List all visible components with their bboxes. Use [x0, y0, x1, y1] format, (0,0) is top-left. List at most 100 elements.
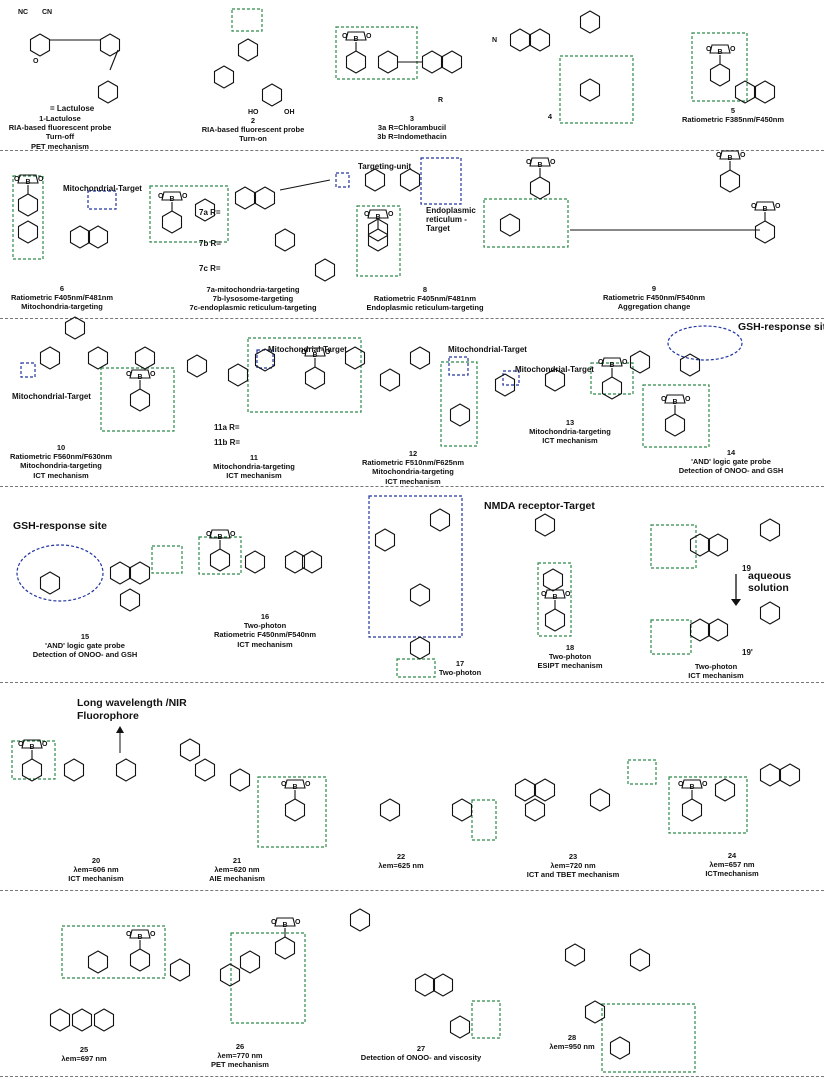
caption-line: Ratiometric F405nm/F481nm: [373, 294, 477, 304]
caption-line: 7c-endoplasmic reticulum-targeting: [189, 303, 317, 313]
caption-3: 3 3a R=Chlorambucil 3b R=Indomethacin: [377, 114, 446, 142]
caption-8: 8 Ratiometric F405nm/F481nm Endoplasmic …: [366, 285, 483, 313]
label-7c: 7c R=: [199, 264, 221, 273]
caption-24: 24 λem=657 nm ICTmechanism: [705, 851, 758, 879]
caption-2: 2 RIA-based fluorescent probe Turn-on: [202, 116, 305, 144]
caption-26: 26 λem=770 nm PET mechanism: [211, 1042, 269, 1070]
caption-line: 10: [56, 443, 66, 452]
caption-23: 23 λem=720 nm ICT and TBET mechanism: [527, 852, 620, 880]
caption-line: 25: [79, 1045, 89, 1054]
caption-line: Ratiometric F405nm/F481nm: [10, 293, 114, 303]
caption-16: 16 Two-photon Ratiometric F450nm/F540nm …: [214, 612, 316, 649]
box-12-target: [448, 356, 469, 376]
caption-line: 27: [416, 1044, 426, 1053]
svg-text:CN: CN: [42, 9, 52, 16]
caption-10: 10 Ratiometric F560nm/F630nm Mitochondri…: [10, 443, 112, 480]
row-separator: [0, 1076, 824, 1077]
row-separator: [0, 486, 824, 487]
label-11a: 11a R=: [214, 423, 240, 432]
caption-line: Mitochondria-targeting: [529, 427, 611, 437]
structure-15: [39, 561, 151, 612]
caption-18: 18 Two-photon ESIPT mechanism: [537, 643, 602, 671]
caption-line: ICT mechanism: [385, 476, 441, 486]
caption-4: 4: [548, 112, 552, 121]
caption-line: λem=697 nm: [61, 1054, 107, 1064]
structure-14: [629, 350, 701, 437]
structure-27: [349, 908, 471, 1039]
box-23: [627, 759, 657, 785]
structure-22: [379, 798, 473, 822]
caption-line: Mitochondria-targeting: [372, 467, 454, 477]
structure-16: [205, 529, 323, 574]
box-17: [396, 658, 436, 678]
box-5: [691, 32, 748, 102]
caption-line: ICT mechanism: [68, 874, 124, 884]
caption-11: 11 Mitochondria-targeting ICT mechanism: [213, 453, 295, 481]
caption-line: ICT mechanism: [688, 671, 744, 681]
box-27: [471, 1000, 501, 1039]
label-er-8: Endoplasmic reticulum -Target: [426, 206, 476, 233]
box-15: [151, 545, 183, 574]
caption-line: λem=720 nm: [550, 861, 596, 871]
caption-17: 17 Two-photon: [439, 659, 481, 677]
label-nmda: NMDA receptor-Target: [484, 500, 595, 512]
caption-line: 8: [422, 285, 428, 294]
box-21: [257, 776, 327, 848]
label-mito-6: Mitochondrial-Target: [63, 184, 142, 193]
box-17-target: [368, 495, 463, 638]
label-19: 19: [742, 564, 751, 573]
box-12: [440, 361, 478, 447]
caption-line: PET mechanism: [211, 1060, 269, 1070]
structure-21: [179, 738, 312, 822]
structure-12: [344, 346, 471, 427]
structure-23: [514, 778, 611, 822]
caption-line: AIE mechanism: [209, 874, 265, 884]
caption-line: Detection of ONOO- and GSH: [678, 466, 784, 476]
box-28: [601, 1003, 696, 1073]
caption-line: RIA-based fluorescent probe: [201, 125, 305, 135]
svg-text:NC: NC: [18, 9, 28, 16]
structure-8: [363, 168, 421, 252]
caption-9: 9 Ratiometric F450nm/F540nm Aggregation …: [603, 284, 705, 312]
caption-line: 1-Lactulose: [39, 114, 81, 123]
box-11-target: [256, 349, 274, 369]
row-separator: [0, 682, 824, 683]
caption-line: λem=620 nm: [214, 865, 260, 875]
caption-line: ICT mechanism: [33, 470, 89, 480]
structure-19: [689, 518, 781, 642]
caption-line: Two-photon: [438, 668, 482, 678]
box-6-target: [87, 190, 117, 210]
structure-7: [157, 179, 336, 282]
caption-line: Detection of ONOO- and GSH: [32, 650, 138, 660]
caption-line: Ratiometric F510nm/F625nm: [361, 458, 465, 468]
caption-line: 20: [91, 856, 101, 865]
label-mito-11: Mitochondrial-Target: [268, 345, 347, 354]
structure-3: R: [341, 31, 463, 104]
label-aqueous: aqueous solution: [748, 570, 792, 594]
caption-line: ICTmechanism: [705, 869, 759, 879]
box-10-target: [20, 362, 36, 378]
box-8-target: [420, 157, 462, 205]
label-targeting-unit: Targeting-unit: [358, 162, 412, 171]
box-6: [12, 175, 44, 260]
box-2: [231, 8, 263, 32]
caption-line: 'AND' logic gate probe: [691, 457, 771, 467]
box-3: [335, 26, 418, 80]
caption-line: Mitochondria-targeting: [21, 302, 103, 312]
caption-line: λem=625 nm: [378, 861, 424, 871]
caption-line: Two-photon: [694, 662, 738, 671]
structure-18: [534, 513, 572, 632]
caption-19: Two-photon ICT mechanism: [688, 662, 743, 680]
caption-line: Mitochondria-targeting: [213, 462, 295, 472]
caption-line: PET mechanism: [31, 141, 89, 151]
caption-line: Aggregation change: [617, 302, 691, 312]
caption-line: 5: [730, 106, 736, 115]
caption-line: RIA-based fluorescent probe: [8, 123, 112, 133]
caption-line: 14: [726, 448, 736, 457]
caption-line: Ratiometric F450nm/F540nm: [213, 630, 317, 640]
caption-line: 3b R=Indomethacin: [377, 132, 447, 142]
label-7a: 7a R=: [199, 208, 221, 217]
structure-20: [17, 739, 137, 782]
caption-20: 20 λem=606 nm ICT mechanism: [68, 856, 123, 884]
